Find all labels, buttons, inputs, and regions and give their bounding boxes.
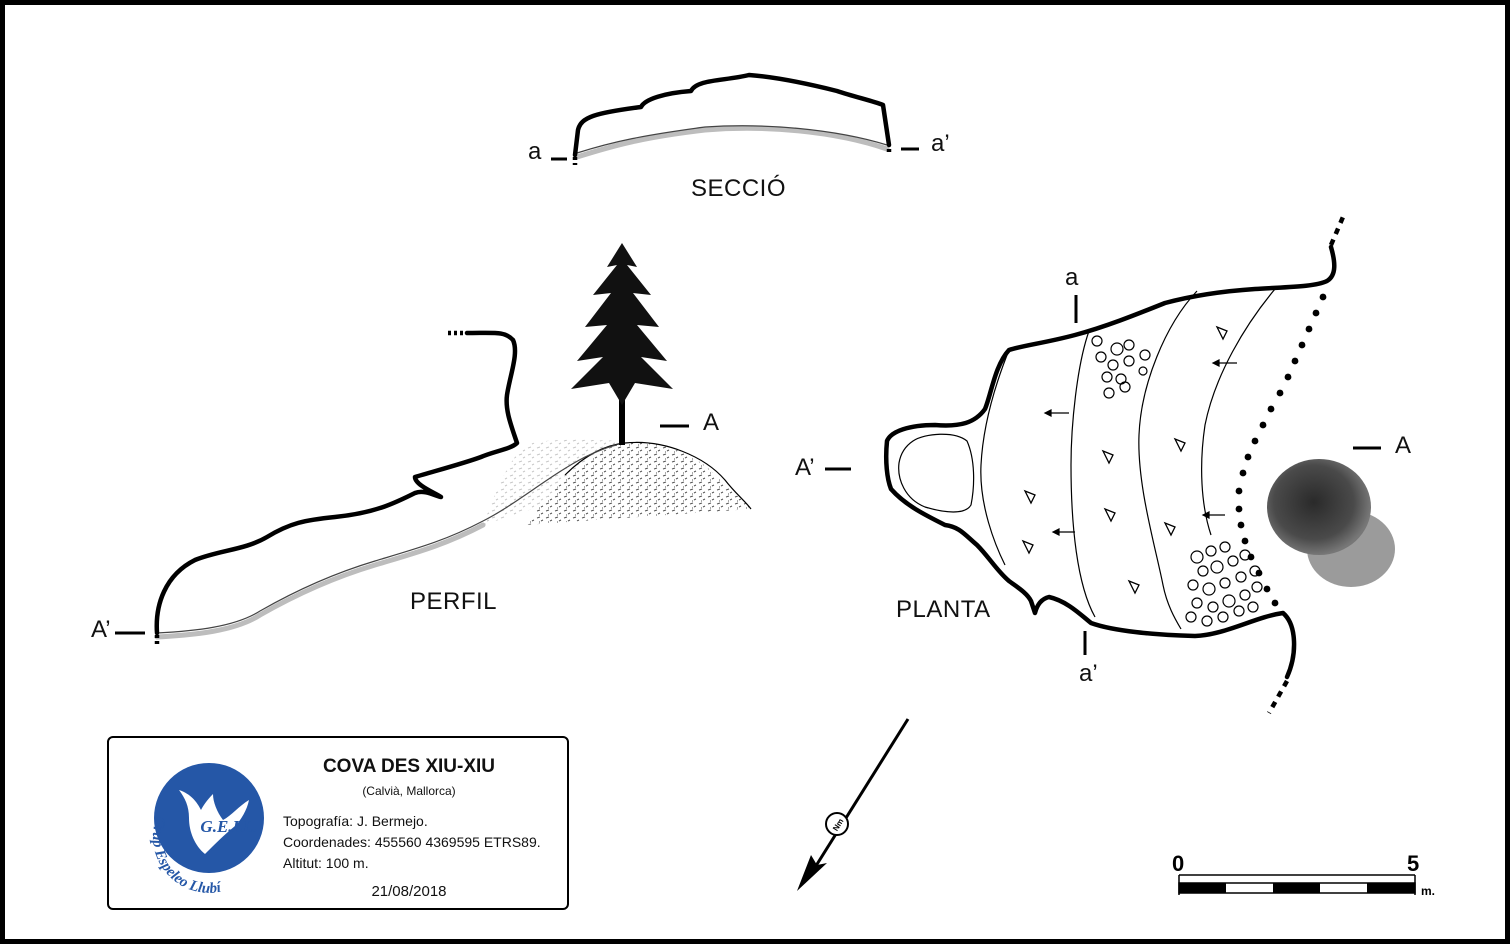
- plan-block-symbols: [1021, 325, 1228, 595]
- north-arrow: Nm: [797, 718, 910, 891]
- plan-dripline: [1235, 293, 1327, 607]
- plan-title: PLANTA: [896, 596, 991, 623]
- survey-drawing: a a’ SECCIÓ A’ A PERFIL: [91, 72, 1435, 898]
- plan-contour-2: [1070, 330, 1096, 618]
- gell-logo: G.E.LL. Grup Espeleo Llubí: [149, 763, 264, 897]
- plan-rubble-top: [1091, 335, 1151, 399]
- scale-start-label: 0: [1172, 851, 1184, 876]
- section-wall: [572, 72, 892, 158]
- section-floor: [576, 125, 888, 154]
- profile-wall: [154, 330, 520, 636]
- plan-label-top: a: [1065, 264, 1079, 291]
- plan-rubble-bottom: [1185, 541, 1263, 627]
- plan-label-bottom: a’: [1079, 660, 1098, 687]
- plan-contour-4: [1201, 288, 1276, 536]
- profile-hill: [525, 442, 751, 525]
- plan-wall: [883, 244, 1337, 680]
- profile-floor-sediment: [154, 522, 486, 640]
- scale-unit-label: m.: [1421, 884, 1435, 898]
- profile-terrain-light: [483, 439, 617, 525]
- section-label-left: a: [528, 138, 542, 165]
- plan-tree-icon: [1267, 459, 1395, 587]
- plan-contour-3: [1138, 290, 1198, 630]
- profile-label-right: A: [703, 409, 719, 436]
- plan-entrance-pool: [898, 433, 975, 513]
- pine-tree-icon: [571, 243, 673, 445]
- scale-bar: 0 5 m.: [1172, 851, 1435, 898]
- legend-date: 21/08/2018: [371, 883, 447, 900]
- plan-label-left: A’: [795, 454, 815, 481]
- plan-contour-1: [980, 349, 1010, 566]
- section-title: SECCIÓ: [691, 175, 786, 202]
- profile-title: PERFIL: [410, 588, 497, 615]
- scale-end-label: 5: [1407, 851, 1419, 876]
- cave-location: (Calvià, Mallorca): [362, 784, 456, 798]
- cave-title: COVA DES XIU-XIU: [322, 756, 496, 777]
- legend-altitude: Altitut: 100 m.: [283, 855, 369, 871]
- legend-coordinates: Coordenades: 455560 4369595 ETRS89.: [283, 834, 541, 850]
- profile-view: A’ A PERFIL: [91, 243, 752, 645]
- legend-box: G.E.LL. Grup Espeleo Llubí COVA DES XIU-…: [107, 736, 569, 910]
- plan-label-right: A: [1395, 432, 1411, 459]
- profile-floor: [156, 444, 618, 634]
- legend-surveyor: Topografía: J. Bermejo.: [283, 813, 428, 829]
- profile-label-left: A’: [91, 616, 111, 643]
- plan-slope-arrows: [1043, 359, 1237, 536]
- logo-initials: G.E.LL.: [200, 817, 257, 836]
- section-view: a a’ SECCIÓ: [528, 72, 950, 202]
- section-label-right: a’: [931, 130, 950, 157]
- plan-view: a a’ A’ A PLANTA: [795, 216, 1411, 715]
- section-floor-sediment: [574, 125, 890, 160]
